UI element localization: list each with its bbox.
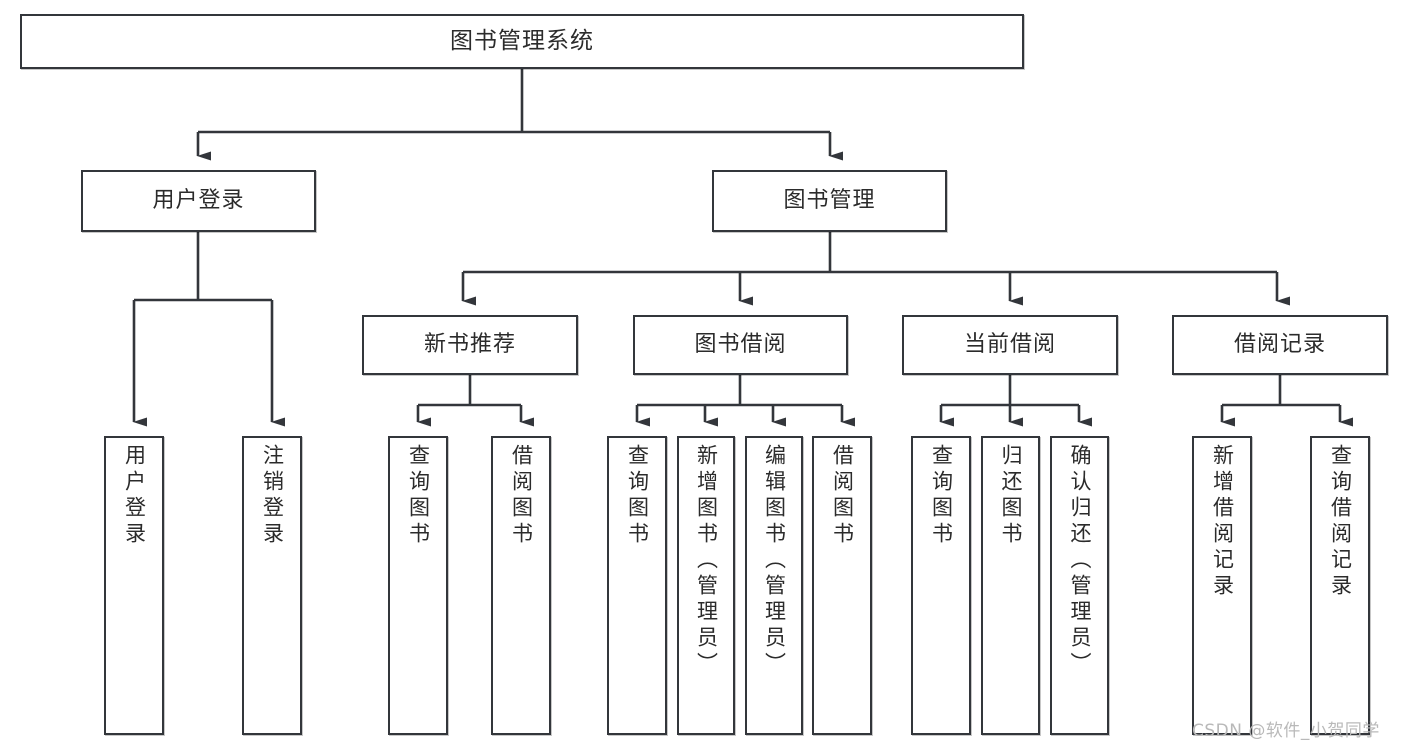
csdn-watermark: CSDN @软件_小贺同学 — [1192, 721, 1380, 741]
node-label: 借阅图书 — [509, 444, 534, 548]
node-label: 查询图书 — [406, 444, 431, 548]
node-label: 借阅记录 — [1233, 332, 1326, 358]
leaf-node-current-borrow-return-books[interactable]: 归还图书 — [981, 436, 1040, 735]
node-label: 新增借阅记录 — [1210, 444, 1235, 600]
leaf-node-user-login-login[interactable]: 用户登录 — [104, 436, 164, 735]
node-label: 查询图书 — [625, 444, 650, 548]
node-current-borrowing[interactable]: 当前借阅 — [902, 315, 1118, 375]
node-label: 查询借阅记录 — [1328, 444, 1353, 600]
node-label: 新增图书（管理员） — [694, 444, 719, 678]
node-label: 确认归还（管理员） — [1068, 444, 1092, 678]
leaf-node-borrow-record-query-record[interactable]: 查询借阅记录 — [1310, 436, 1370, 735]
node-label: 借阅图书 — [830, 444, 855, 548]
leaf-node-book-borrow-borrow-books[interactable]: 借阅图书 — [812, 436, 872, 735]
leaf-node-new-book-borrow-books[interactable]: 借阅图书 — [491, 436, 551, 735]
node-book-management[interactable]: 图书管理 — [712, 170, 947, 232]
node-borrow-record[interactable]: 借阅记录 — [1172, 315, 1388, 375]
leaf-node-book-borrow-add-book-admin[interactable]: 新增图书（管理员） — [677, 436, 735, 735]
leaf-node-current-borrow-confirm-return-admin[interactable]: 确认归还（管理员） — [1050, 436, 1109, 735]
leaf-node-book-borrow-query-books[interactable]: 查询图书 — [607, 436, 667, 735]
node-root-library-management-system[interactable]: 图书管理系统 — [20, 14, 1024, 69]
node-label: 归还图书 — [999, 444, 1023, 548]
node-label: 用户登录 — [152, 188, 245, 214]
node-user-login[interactable]: 用户登录 — [81, 170, 316, 232]
leaf-node-book-borrow-edit-book-admin[interactable]: 编辑图书（管理员） — [745, 436, 803, 735]
node-label: 图书借阅 — [694, 332, 787, 358]
node-new-book-recommendation[interactable]: 新书推荐 — [362, 315, 578, 375]
node-label: 图书管理系统 — [450, 28, 594, 55]
node-label: 新书推荐 — [423, 332, 516, 358]
node-label: 注销登录 — [260, 444, 285, 548]
leaf-node-new-book-query-books[interactable]: 查询图书 — [388, 436, 448, 735]
leaf-node-borrow-record-add-record[interactable]: 新增借阅记录 — [1192, 436, 1252, 735]
node-book-borrowing[interactable]: 图书借阅 — [633, 315, 848, 375]
node-label: 用户登录 — [122, 444, 147, 548]
leaf-node-user-login-logout[interactable]: 注销登录 — [242, 436, 302, 735]
leaf-node-current-borrow-query-books[interactable]: 查询图书 — [911, 436, 971, 735]
node-label: 查询图书 — [929, 444, 954, 548]
node-label: 当前借阅 — [963, 332, 1056, 358]
node-label: 编辑图书（管理员） — [762, 444, 787, 678]
node-label: 图书管理 — [783, 188, 876, 214]
